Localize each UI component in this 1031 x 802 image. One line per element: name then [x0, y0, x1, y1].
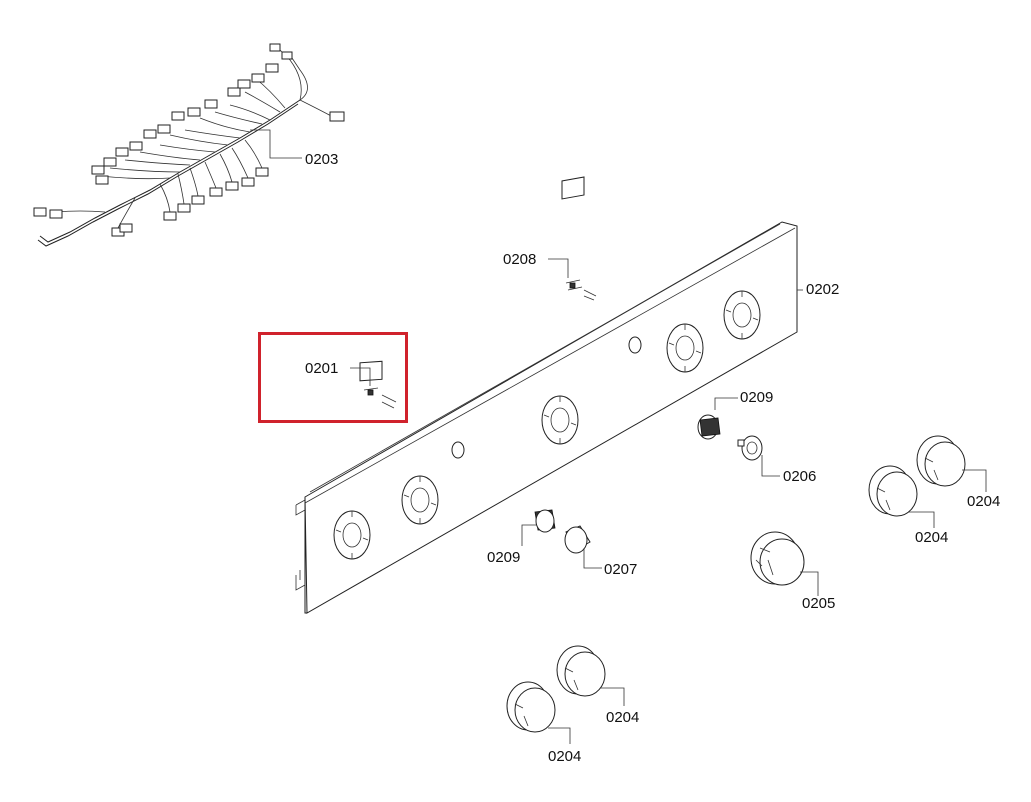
panel-aperture [666, 323, 704, 373]
knob-holder-left [521, 509, 556, 546]
callout-0209-left: 0209 [487, 549, 520, 566]
panel-aperture [723, 290, 761, 340]
knob-bottom-left [506, 681, 571, 744]
switch-highlighted [350, 360, 397, 409]
panel-aperture [333, 510, 371, 560]
knob-right-top [916, 435, 987, 492]
wiring-harness [33, 43, 345, 247]
callout-0204-bottom-right: 0204 [606, 709, 639, 726]
panel-aperture [541, 395, 579, 445]
callout-0206: 0206 [783, 468, 816, 485]
switch-top [548, 176, 597, 301]
cap-left [564, 525, 602, 569]
callout-0205: 0205 [802, 595, 835, 612]
callout-0204-right-bottom: 0204 [915, 529, 948, 546]
callout-0204-bottom-left: 0204 [548, 748, 581, 765]
knob-right-bottom [868, 465, 935, 528]
callout-0207: 0207 [604, 561, 637, 578]
callout-0209-right: 0209 [740, 389, 773, 406]
callout-0204-right-top: 0204 [967, 493, 1000, 510]
cap-right [737, 435, 780, 477]
knob-holder-right [697, 397, 738, 440]
callout-0203: 0203 [305, 151, 338, 168]
control-panel [295, 221, 798, 614]
knob-bottom-right [556, 645, 625, 706]
highlight-box [258, 332, 408, 423]
knob-center [750, 531, 819, 596]
panel-aperture [401, 475, 439, 525]
callout-0201: 0201 [305, 360, 338, 377]
callout-0202: 0202 [806, 281, 839, 298]
callout-0208: 0208 [503, 251, 536, 268]
